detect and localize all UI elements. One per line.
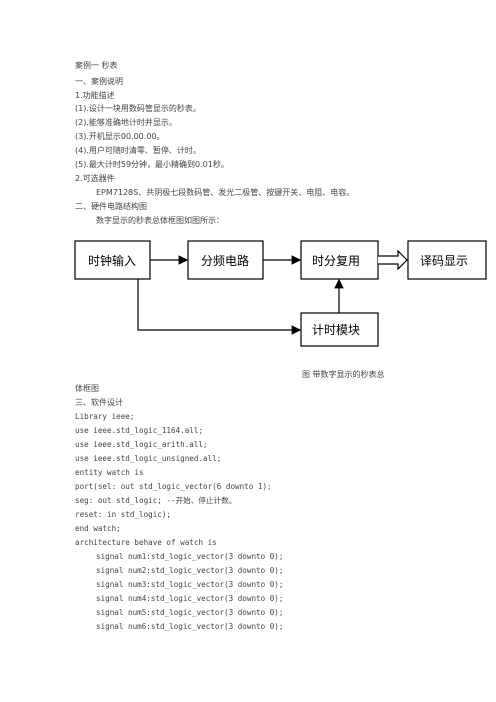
- box-label: 译码显示: [420, 254, 468, 268]
- box-label: 时钟输入: [88, 253, 136, 268]
- code-line: reset: in std_logic);: [75, 510, 172, 519]
- devices-text: EPM7128S、共阴极七段数码管、发光二极管、按键开关、电阻、电容。: [96, 188, 355, 197]
- devices-heading: 2.可选器件: [75, 174, 115, 183]
- code-line: signal num1:std_logic_vector(3 downto 0)…: [96, 552, 284, 561]
- function-item: (3).开机显示00.00.00。: [75, 132, 165, 141]
- divider-circuit-box: [187, 240, 264, 280]
- code-line: signal num3:std_logic_vector(3 downto 0)…: [96, 580, 284, 589]
- code-line: seg: out std_logic; --开始、停止计数。: [75, 496, 237, 505]
- clock-input-box: [74, 240, 151, 280]
- function-item: (5).最大计时59分钟，最小精确到0.01秒。: [75, 160, 229, 169]
- figure-caption-cont: 体框图: [75, 384, 99, 393]
- code-line: entity watch is: [75, 468, 144, 477]
- code-line: use ieee.std_logic_1164.all;: [75, 426, 204, 435]
- box-label: 计时模块: [312, 323, 360, 337]
- decode-display-box: [407, 240, 487, 280]
- box-label: 分频电路: [201, 253, 249, 268]
- arrow: [137, 279, 302, 335]
- section-heading-2: 二、硬件电路结构图: [75, 202, 147, 211]
- doc-title: 案例一 秒表: [75, 61, 118, 70]
- code-line: signal num6:std_logic_vector(3 downto 0)…: [96, 622, 284, 631]
- code-line: end watch;: [75, 524, 121, 533]
- bus-arrow: [378, 249, 408, 271]
- code-line: use ieee.std_logic_arith.all;: [75, 440, 208, 449]
- box-label: 时分复用: [312, 254, 360, 268]
- diagram-intro: 数字显示的秒表总体框图如图所示：: [96, 216, 224, 225]
- function-item: (4).用户可随时清零、暂停、计时。: [75, 146, 201, 155]
- code-line: Library ieee;: [75, 412, 135, 421]
- time-multiplex-box: [300, 240, 379, 280]
- section-heading-1: 一、案例说明: [75, 77, 123, 86]
- code-line: signal num2:std_logic_vector(3 downto 0)…: [96, 566, 284, 575]
- code-line: architecture behave of watch is: [75, 538, 217, 547]
- figure-caption: 图 带数字显示的秒表总: [302, 370, 385, 379]
- code-line: port(sel: out std_logic_vector(6 downto …: [75, 482, 272, 491]
- code-line: signal num4:std_logic_vector(3 downto 0)…: [96, 594, 284, 603]
- code-line: use ieee.std_logic_unsigned.all;: [75, 454, 222, 463]
- section-heading-3: 三、软件设计: [75, 398, 123, 407]
- function-item: (2).能够准确地计时并显示。: [75, 118, 177, 127]
- function-heading: 1.功能描述: [75, 91, 115, 100]
- code-line: signal num5:std_logic_vector(3 downto 0)…: [96, 608, 284, 617]
- function-item: (1).设计一块用数码管显示的秒表。: [75, 104, 201, 113]
